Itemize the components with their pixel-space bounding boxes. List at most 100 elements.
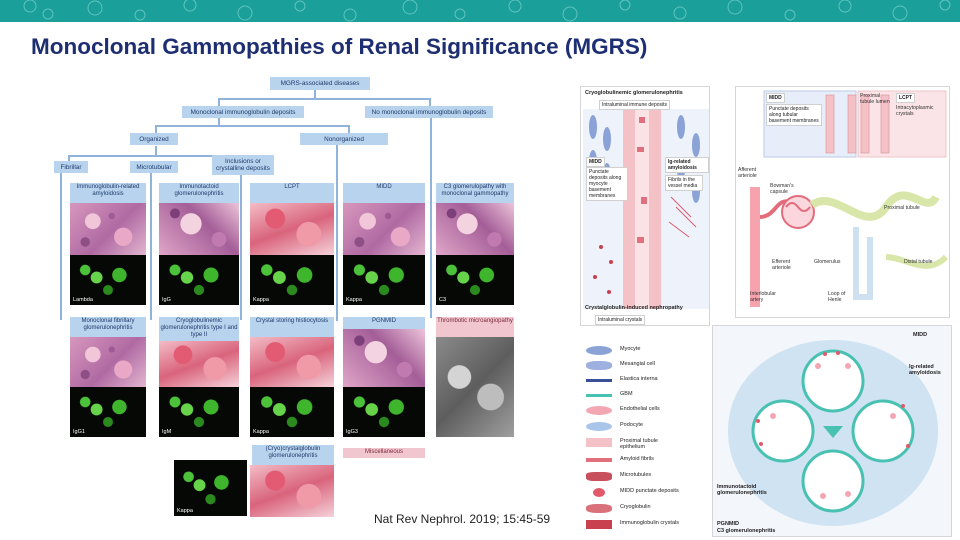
vessel-tag: Crystalglobulin-induced nephropathy xyxy=(585,305,683,311)
histology-image xyxy=(159,203,239,255)
legend-item: Amyloid fibrils xyxy=(586,454,708,468)
flow-fibrillar: Fibrillar xyxy=(54,161,88,173)
legend-item: Mesangial cell xyxy=(586,359,708,373)
disease-header: Immunotactoid glomerulonephritis xyxy=(159,183,239,203)
glomerulus-tag: PGNMID xyxy=(717,521,739,527)
legend-label: Mesangial cell xyxy=(620,361,655,367)
legend-item: Endothelial cells xyxy=(586,404,708,418)
legend-label: Immunoglobulin crystals xyxy=(620,520,679,526)
header-band-pattern xyxy=(23,0,951,22)
legend-swatch xyxy=(586,472,612,481)
immunofluorescence-image: Kappa xyxy=(250,255,334,305)
histology-image xyxy=(159,341,239,387)
immunofluorescence-image: IgG xyxy=(159,255,239,305)
electron-micrograph xyxy=(436,337,514,437)
vessel-tag: Intraluminal immune deposits xyxy=(599,100,671,110)
legend-swatch xyxy=(593,488,605,497)
glomerulus-tag: Ig-related amyloidosis xyxy=(909,364,941,376)
legend-swatch xyxy=(586,520,612,529)
stain-label: IgG3 xyxy=(346,429,358,435)
connector xyxy=(60,170,62,320)
immunofluorescence-image: IgG1 xyxy=(70,387,146,437)
legend-swatch xyxy=(586,406,612,415)
legend-item: Cryoglobulin xyxy=(586,502,708,516)
histology-image xyxy=(436,203,514,255)
connector xyxy=(155,125,350,127)
histology-image xyxy=(250,465,334,517)
mgrs-classification-flowchart: MGRS-associated diseases Monoclonal immu… xyxy=(40,75,520,520)
legend-item: Podocyte xyxy=(586,420,708,434)
legend-label: Proximal tubule epithelium xyxy=(620,438,658,450)
vessel-tag: Fibrils in the vessel media xyxy=(665,175,703,191)
connector xyxy=(68,155,70,163)
histology-image xyxy=(343,203,425,255)
nephron-tag: Proximal tubule lumen xyxy=(860,93,890,105)
disease-header: Crystal storing histiocytosis xyxy=(250,317,334,337)
stain-label: Kappa xyxy=(253,429,269,435)
nephron-schematic-panel: MIDD Punctate deposits along tubular bas… xyxy=(735,86,950,318)
immunofluorescence-image: Lambda xyxy=(70,255,146,305)
citation: Nat Rev Nephrol. 2019; 15:45-59 xyxy=(374,512,551,526)
connector xyxy=(348,125,350,133)
legend-label: Myocyte xyxy=(620,346,641,352)
stain-label: IgG xyxy=(162,297,171,303)
nephron-tag: Punctate deposits along tubular basement… xyxy=(766,104,822,126)
legend-label: Endothelial cells xyxy=(620,406,660,412)
legend-label: Podocyte xyxy=(620,422,643,428)
legend-swatch xyxy=(586,438,612,447)
histology-image xyxy=(70,337,146,387)
nephron-label: Efferent arteriole xyxy=(772,259,791,271)
stain-label: C3 xyxy=(439,297,447,303)
legend-swatch xyxy=(586,504,612,513)
legend-label: Microtubules xyxy=(620,472,652,478)
connector xyxy=(430,118,432,318)
immunofluorescence-image: IgM xyxy=(159,387,239,437)
nephron-tag: MIDD xyxy=(766,93,785,103)
stain-label: IgG1 xyxy=(73,429,85,435)
immunofluorescence-image: Kappa xyxy=(250,387,334,437)
nephron-tag: LCPT xyxy=(896,93,916,103)
legend-item: Immunoglobulin crystals xyxy=(586,518,708,532)
legend-item: Microtubules xyxy=(586,470,708,484)
stain-label: Kappa xyxy=(346,297,362,303)
glomerulus-schematic-panel: MIDD Ig-related amyloidosis Immunotactoi… xyxy=(712,325,952,537)
disease-header: LCPT xyxy=(250,183,334,203)
legend-swatch xyxy=(586,361,612,370)
immunofluorescence-image: C3 xyxy=(436,255,514,305)
stain-label: Kappa xyxy=(253,297,269,303)
disease-header: PGNMID xyxy=(343,317,425,329)
header-band xyxy=(0,0,960,22)
legend-label: GBM xyxy=(620,391,633,397)
legend-label: MIDD punctate deposits xyxy=(620,488,679,494)
connector xyxy=(155,146,157,156)
flow-nonorganized: Nonorganized xyxy=(300,133,388,145)
histology-image xyxy=(70,203,146,255)
vessel-schematic-panel: Cryoglobulinemic glomerulonephritis Intr… xyxy=(580,86,710,326)
nephron-label: Proximal tubule xyxy=(884,205,920,211)
legend-label: Cryoglobulin xyxy=(620,504,651,510)
legend-swatch xyxy=(586,346,612,355)
glomerulus-tag: MIDD xyxy=(913,332,928,338)
vessel-tag: Punctate deposits along myocyte basement… xyxy=(586,167,628,201)
connector xyxy=(68,155,258,157)
vessel-illustration xyxy=(583,109,709,309)
nephron-label: Glomerulus xyxy=(814,259,841,265)
disease-header: C3 glomerulopathy with monoclonal gammop… xyxy=(436,183,514,203)
legend-label: Elastica interna xyxy=(620,376,658,382)
legend-swatch xyxy=(586,422,612,431)
immunofluorescence-image: IgG3 xyxy=(343,387,425,437)
connector xyxy=(429,98,431,106)
legend-item: GBM xyxy=(586,389,708,403)
nephron-label: Interlobular artery xyxy=(750,291,776,303)
stain-label: Lambda xyxy=(73,297,93,303)
flow-microtubular: Microtubular xyxy=(130,161,178,173)
disease-header: Cryoglobulinemic glomerulonephritis type… xyxy=(159,317,239,341)
page-title: Monoclonal Gammopathies of Renal Signifi… xyxy=(31,34,648,59)
flow-inclusions-crystalline: Inclusions or crystalline deposits xyxy=(212,155,274,175)
histology-image xyxy=(250,203,334,255)
flow-no-monoclonal-deposits: No monoclonal immunoglobulin deposits xyxy=(365,106,493,118)
disease-header: MIDD xyxy=(343,183,425,203)
connector xyxy=(218,98,430,100)
connector xyxy=(155,125,157,133)
legend-item: Elastica interna xyxy=(586,374,708,388)
